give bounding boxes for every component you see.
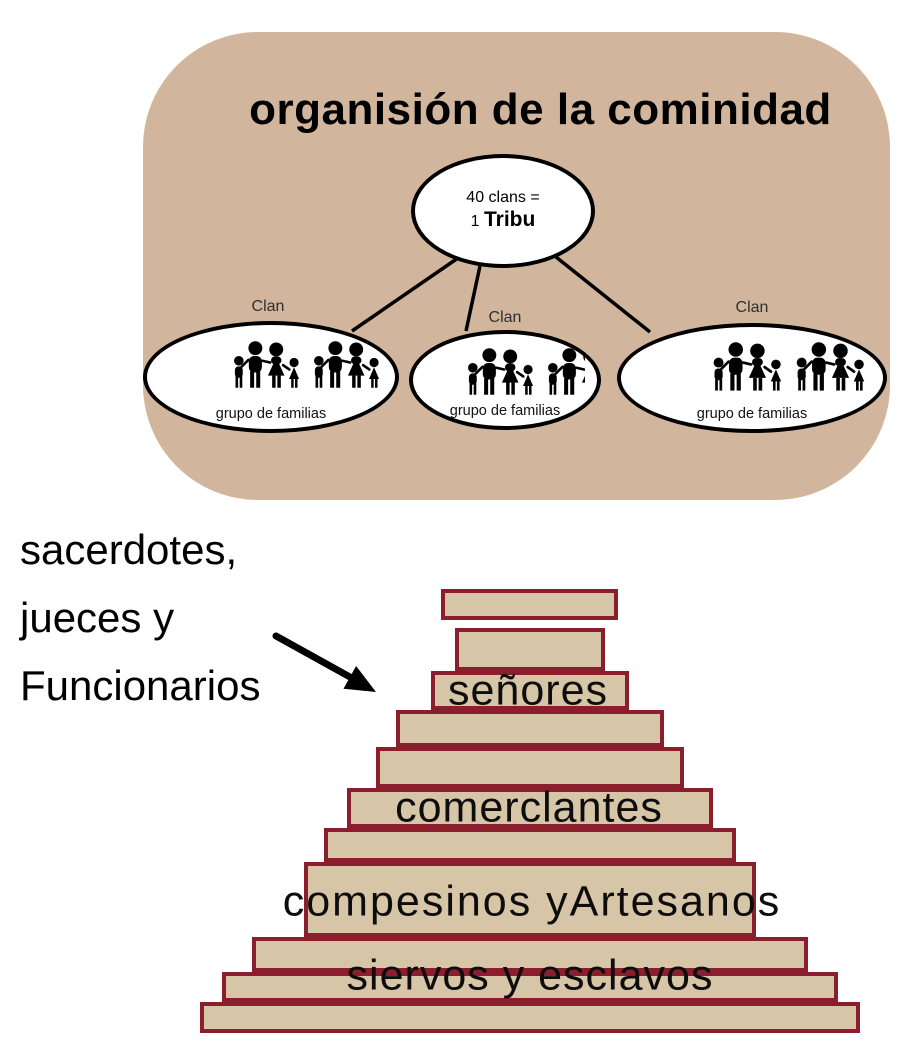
pyramid-level-label: comerclantes [395,783,663,832]
clan-caption-right: grupo de familias [696,406,808,422]
pyramid-step [376,747,684,788]
clan-label-middle: Clan [488,309,522,326]
pyramid-step [441,589,618,620]
pyramid-step [304,862,756,937]
annotation-line: Funcionarios [20,662,261,709]
annotation-line: sacerdotes, [20,526,238,573]
pyramid-level-label: compesinos yArtesanos [282,877,782,926]
pyramid-annotation: sacerdotes, jueces y Funcionarios [20,516,260,720]
pyramid-step [222,972,838,1002]
pyramid-level-label: señores [448,666,608,715]
clan-node-middle: grupo de familias [409,330,601,430]
family-silhouette-icon [151,339,391,393]
pyramid-step [396,710,664,747]
family-silhouette-icon [627,340,877,396]
tribe-node: 40 clans = 1 Tribu [411,154,595,268]
pyramid-step [252,937,808,972]
tribe-equation: 40 clans = [466,189,540,206]
family-silhouette-icon [425,346,585,400]
panel-title: organisión de la cominidad [249,85,832,135]
clan-node-left: grupo de familias [143,321,399,433]
clan-caption-middle: grupo de familias [449,403,561,419]
pyramid-step [431,671,629,710]
pyramid-step [455,628,605,671]
clan-node-right: grupo de familias [617,323,887,433]
annotation-line: jueces y [20,594,175,641]
tribe-name: 1 Tribu [470,208,536,231]
pyramid-step [324,828,736,862]
pyramid-level-label: siervos y esclavos [346,951,714,1000]
pyramid-step [200,1002,860,1033]
arrow-icon [272,632,376,692]
clan-label-left: Clan [251,298,285,315]
pyramid-step [347,788,713,828]
clan-caption-left: grupo de familias [215,406,327,422]
clan-label-right: Clan [735,299,769,316]
